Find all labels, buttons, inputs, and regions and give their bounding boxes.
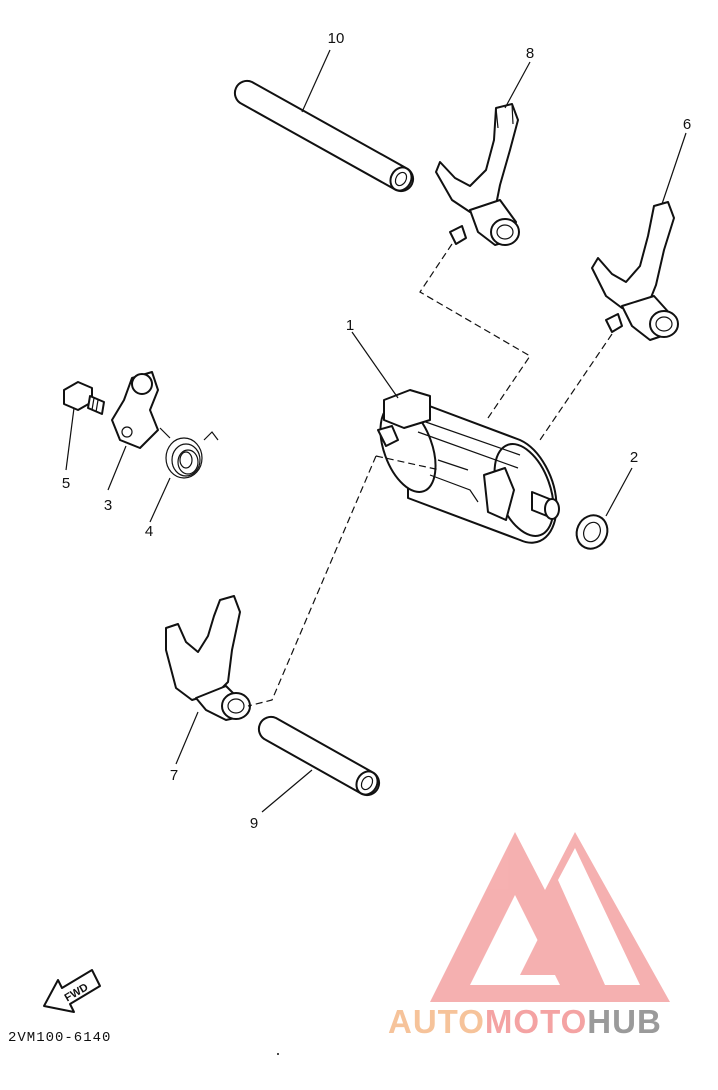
callout-2: 2 xyxy=(630,449,638,466)
part-4-torsion-spring xyxy=(159,427,219,479)
watermark-moto: MOTO xyxy=(484,1003,588,1040)
callout-7: 7 xyxy=(170,767,178,784)
watermark-logo-icon xyxy=(430,832,670,1002)
callout-4: 4 xyxy=(145,523,153,540)
callout-9: 9 xyxy=(250,815,258,832)
part-6-shift-fork xyxy=(591,201,679,341)
watermark-hub: HUB xyxy=(587,1003,662,1040)
watermark-auto: AUTO xyxy=(388,1003,485,1040)
callout-1: 1 xyxy=(346,317,354,334)
callout-5: 5 xyxy=(62,475,70,492)
part-9-shift-fork-shaft xyxy=(257,715,381,797)
callout-8: 8 xyxy=(526,45,534,62)
leader-lines xyxy=(65,49,687,813)
assembly-lines xyxy=(247,243,613,707)
part-1-shift-cam xyxy=(377,389,560,544)
watermark-text: AUTOMOTOHUB xyxy=(388,1003,662,1041)
fwd-arrow-icon: FWD xyxy=(43,969,101,1013)
callout-3: 3 xyxy=(104,497,112,514)
callout-6: 6 xyxy=(683,116,691,133)
part-8-shift-fork xyxy=(435,103,520,246)
part-2-washer xyxy=(575,514,609,550)
part-7-shift-fork xyxy=(165,595,251,721)
part-10-shift-fork-shaft xyxy=(233,79,415,193)
drawing-code: 2VM100-6140 xyxy=(8,1030,112,1046)
part-3-segment-plate xyxy=(111,371,159,449)
part-5-bolt xyxy=(63,381,105,415)
speck xyxy=(277,1053,279,1055)
callout-10: 10 xyxy=(328,30,345,47)
